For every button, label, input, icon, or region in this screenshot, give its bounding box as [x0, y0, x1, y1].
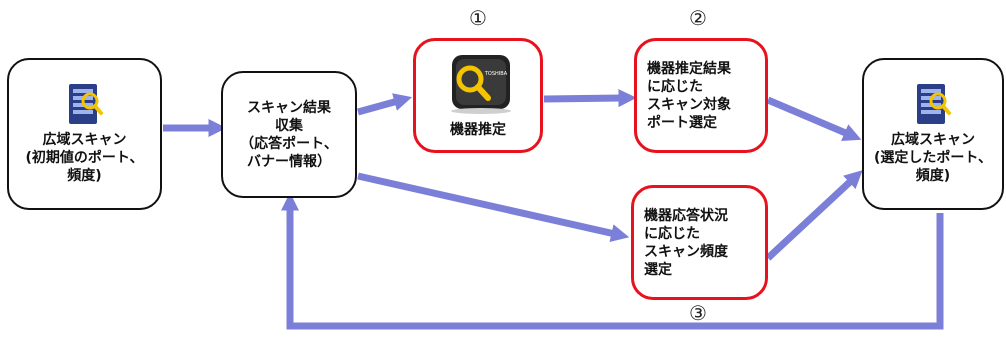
device-brand-text: TOSHIBA — [484, 71, 508, 77]
arrow-port-to-selected — [766, 96, 862, 141]
device-estimate-label: 機器推定 — [450, 121, 506, 138]
collect-line-4: バナー情報） — [247, 153, 331, 170]
port-select-line-4: ポート選定 — [647, 114, 717, 131]
port-select-line-2: に応じた — [647, 78, 703, 95]
port-select-box: 機器推定結果 に応じた スキャン対象 ポート選定 — [634, 38, 768, 153]
scan-selected-line-1: 広域スキャン — [891, 132, 975, 148]
collect-box: スキャン結果 収集 （応答ポート、 バナー情報） — [221, 71, 357, 198]
scan-initial-box: 広域スキャン (初期値のポート、 頻度) — [7, 58, 162, 210]
marker-3: ③ — [689, 301, 707, 325]
arrow-feedback-loop — [280, 192, 944, 330]
server-search-icon — [917, 84, 951, 124]
device-estimate-box: TOSHIBA 機器推定 — [413, 38, 543, 153]
freq-select-box: 機器応答状況 に応じた スキャン頻度 選定 — [631, 185, 768, 300]
collect-line-3: （応答ポート、 — [240, 135, 338, 152]
marker-1: ① — [469, 6, 487, 30]
freq-select-line-1: 機器応答状況 — [644, 207, 728, 224]
scan-selected-line-2: (選定したポート、 — [873, 150, 993, 166]
device-search-icon: TOSHIBA — [451, 54, 511, 114]
scan-initial-line-2: (初期値のポート、 — [25, 150, 144, 166]
collect-line-2: 収集 — [275, 117, 303, 134]
scan-initial-line-3: 頻度) — [67, 168, 102, 184]
collect-line-1: スキャン結果 — [247, 99, 331, 116]
port-select-line-3: スキャン対象 — [647, 96, 731, 113]
freq-select-line-4: 選定 — [644, 261, 672, 278]
arrow-collect-to-freq — [357, 172, 630, 243]
arrow-freq-to-selected — [765, 170, 863, 261]
server-search-icon — [68, 84, 103, 124]
freq-select-line-3: スキャン頻度 — [644, 243, 728, 260]
freq-select-line-2: に応じた — [644, 225, 700, 242]
port-select-line-1: 機器推定結果 — [647, 60, 731, 77]
arrow-estimate-to-port — [543, 88, 637, 108]
scan-initial-line-1: 広域スキャン — [42, 132, 127, 148]
scan-selected-line-3: 頻度) — [915, 168, 951, 184]
marker-2: ② — [689, 6, 707, 30]
scan-selected-box: 広域スキャン (選定したポート、 頻度) — [862, 58, 1004, 210]
arrow-collect-to-estimate — [357, 93, 413, 116]
